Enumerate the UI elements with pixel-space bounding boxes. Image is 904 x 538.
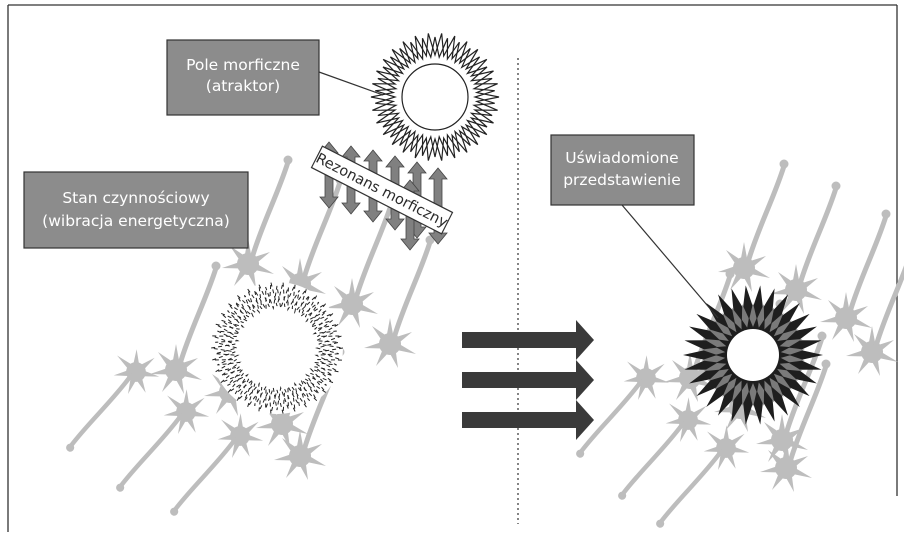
- vibration-star: [210, 282, 344, 414]
- stan-line2: (wibracja energetyczna): [42, 212, 230, 230]
- neuron: [326, 195, 397, 328]
- rezonans-text: Rezonans morficzny: [313, 151, 450, 232]
- pole-morficzne-box: Pole morficzne (atraktor): [166, 39, 320, 116]
- neuron: [150, 261, 221, 394]
- transition-arrow: [462, 400, 594, 440]
- stan-line1: Stan czynnościowy: [62, 189, 209, 207]
- pole-leader-line: [318, 71, 384, 96]
- neuron: [576, 355, 670, 458]
- usw-line2: przedstawienie: [563, 171, 681, 189]
- neuron: [222, 155, 293, 288]
- neuron: [770, 181, 841, 314]
- uswiadomione-box: Uświadomione przedstawienie: [550, 134, 695, 206]
- transition-arrow: [462, 360, 594, 400]
- neuron: [618, 397, 712, 500]
- pole-line2: (atraktor): [206, 77, 280, 95]
- usw-line1: Uświadomione: [565, 149, 678, 167]
- neuron: [116, 389, 210, 492]
- pole-line1: Pole morficzne: [186, 56, 300, 74]
- neuron: [820, 209, 891, 342]
- neuron: [656, 425, 750, 528]
- neuron: [718, 159, 789, 292]
- neuron: [760, 359, 831, 492]
- transition-arrows: [462, 320, 594, 440]
- usw-leader-line: [621, 204, 719, 319]
- neuron: [66, 349, 160, 452]
- neuron: [846, 265, 904, 376]
- morphic-field-star: [370, 33, 500, 161]
- neuron: [756, 331, 827, 464]
- neuron: [364, 235, 435, 368]
- neuron-cluster-right: [576, 159, 904, 528]
- stan-czynnosciowy-box: Stan czynnościowy (wibracja energetyczna…: [23, 171, 249, 249]
- conscious-star: [683, 285, 823, 425]
- transition-arrow: [462, 320, 594, 360]
- neuron: [170, 413, 264, 516]
